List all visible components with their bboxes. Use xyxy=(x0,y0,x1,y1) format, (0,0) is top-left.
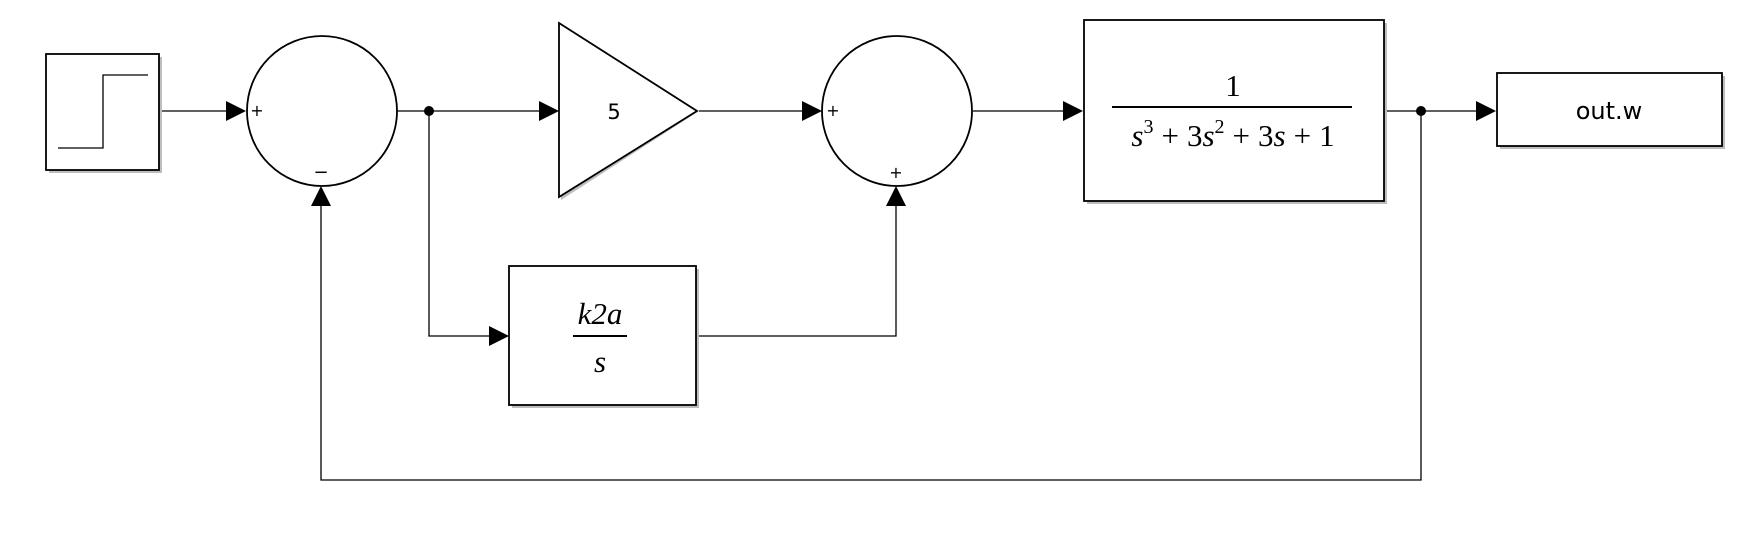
wire-branch-to-integrator xyxy=(428,111,495,337)
branch-point-output xyxy=(1416,106,1426,116)
output-block[interactable]: out.w xyxy=(1496,72,1725,149)
plant-den-term3-coef: 3 xyxy=(1258,118,1274,153)
signal-lines xyxy=(160,110,1487,481)
arrowhead-gain-input xyxy=(539,101,559,121)
sum2-sign-left: + xyxy=(826,101,839,120)
plant-den-term3-var: s xyxy=(1274,118,1286,153)
plant-denominator: s3+3s2+3s+1 xyxy=(1131,116,1334,153)
gain-value: 5 xyxy=(607,100,620,124)
plant-numerator: 1 xyxy=(1225,68,1241,103)
plant-den-plus2: + xyxy=(1233,118,1250,153)
arrowhead-plant-input xyxy=(1063,101,1083,121)
plant-den-plus3: + xyxy=(1294,118,1311,153)
step-source-block[interactable] xyxy=(45,53,162,173)
integrator-block[interactable]: k2a s xyxy=(508,265,699,408)
plant-den-term2-coef: 3 xyxy=(1187,118,1203,153)
plant-den-term2-var: s xyxy=(1202,118,1214,153)
arrowheads xyxy=(226,101,1496,346)
arrowhead-sum2-bottom-input xyxy=(886,186,906,206)
plant-transfer-function-block[interactable]: 1 s3+3s2+3s+1 xyxy=(1083,19,1387,204)
plant-den-term1-exp: 3 xyxy=(1143,116,1153,138)
sum-block-2[interactable]: + + xyxy=(821,35,973,187)
plant-den-term4: 1 xyxy=(1319,118,1335,153)
plant-den-plus1: + xyxy=(1161,118,1178,153)
sum-block-1[interactable]: + − xyxy=(246,35,398,187)
arrowhead-output-input xyxy=(1476,101,1496,121)
arrowhead-sum2-input xyxy=(802,101,822,121)
plant-den-term2-exp: 2 xyxy=(1215,116,1225,138)
plant-block-body[interactable] xyxy=(1083,19,1385,202)
gain-block[interactable]: 5 xyxy=(558,21,699,200)
wire-feedback-loop xyxy=(320,111,1422,481)
sum1-sign-left: + xyxy=(250,101,263,120)
wire-integrator-to-sum2 xyxy=(697,190,897,337)
arrowhead-sum1-bottom-input xyxy=(311,186,331,206)
arrowhead-integrator-input xyxy=(489,326,509,346)
output-block-body[interactable] xyxy=(1496,72,1723,147)
sum2-sign-bottom: + xyxy=(889,163,902,182)
output-label: out.w xyxy=(1576,97,1643,125)
sum2-circle[interactable] xyxy=(821,35,973,187)
gain-triangle[interactable] xyxy=(558,21,699,199)
step-icon xyxy=(58,74,148,149)
plant-den-term1-var: s xyxy=(1131,118,1143,153)
sum1-sign-bottom: − xyxy=(313,162,328,183)
integrator-denominator: s xyxy=(594,344,606,379)
integrator-numerator: k2a xyxy=(578,296,623,331)
arrowhead-sum1-input xyxy=(226,101,246,121)
sum1-circle[interactable] xyxy=(246,35,398,187)
branch-point-error xyxy=(424,106,434,116)
